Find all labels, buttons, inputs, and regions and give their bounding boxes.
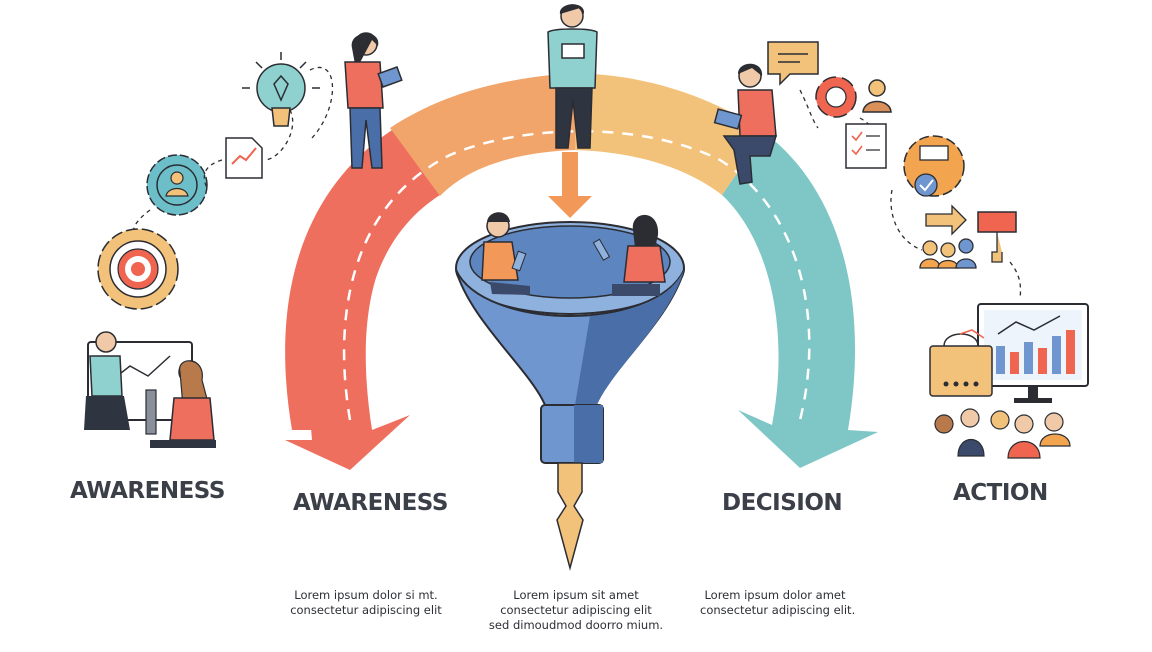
description-line: consectetur adipiscing elit	[500, 603, 652, 617]
paint-roller-icon	[977, 211, 1017, 263]
shopping-basket-icon	[929, 329, 993, 397]
stage-label-decision: DECISION	[722, 490, 843, 516]
user-gear-icon	[146, 154, 208, 216]
stage-label-action: ACTION	[953, 480, 1048, 506]
person-sitting-tablet-right	[713, 63, 778, 185]
user-icon	[862, 79, 892, 113]
description-line: Lorem ipsum sit amet	[513, 588, 639, 602]
puzzle-icon	[815, 76, 857, 118]
checkmark-gear-icon	[903, 135, 965, 197]
decision-arc-segment	[722, 133, 878, 468]
description-line: sed dimoudmod doorro mium.	[488, 618, 664, 632]
analytics-monitor-icon	[977, 303, 1089, 403]
description-funnel: Lorem ipsum sit amet consectetur adipisc…	[486, 588, 666, 633]
description-line: consectetur adipiscing elit	[290, 603, 442, 617]
person-in-funnel-left	[481, 212, 530, 295]
connector-dashed	[309, 67, 334, 141]
funnel-icon	[455, 212, 685, 571]
crowd-icon	[934, 408, 1071, 459]
down-arrow-icon	[548, 152, 592, 218]
connector-dashed	[1009, 261, 1022, 299]
description-line: consectetur adipiscing elit.	[700, 603, 856, 617]
lightbulb-icon	[242, 52, 320, 127]
journey-arc	[285, 73, 878, 470]
connector-dashed	[263, 109, 294, 161]
interest-arc-segment	[390, 73, 575, 196]
consideration-arc-segment	[575, 73, 765, 195]
checklist-document-icon	[845, 123, 887, 169]
stage-label-awareness-left: AWARENESS	[70, 478, 225, 504]
awareness-arc-band	[285, 128, 440, 430]
whiteboard-team-icon	[84, 331, 216, 448]
person-standing-tablet	[547, 4, 598, 149]
right-arrow-icon	[925, 204, 967, 236]
description-line: Lorem ipsum dolor amet	[704, 588, 846, 602]
stage-label-awareness: AWARENESS	[293, 490, 448, 516]
target-gear-icon	[97, 228, 179, 310]
description-awareness: Lorem ipsum dolor si mt. consectetur adi…	[288, 588, 444, 618]
person-in-funnel-right	[592, 214, 666, 296]
description-line: Lorem ipsum dolor si mt.	[294, 588, 438, 602]
person-laptop-left	[344, 32, 403, 169]
arc-dashed-line	[342, 130, 811, 421]
chat-bubble-icon	[767, 41, 819, 86]
connector-dashed	[890, 189, 923, 251]
growth-report-icon	[225, 137, 263, 179]
group-icon	[919, 238, 977, 269]
description-decision: Lorem ipsum dolor amet consectetur adipi…	[700, 588, 856, 618]
